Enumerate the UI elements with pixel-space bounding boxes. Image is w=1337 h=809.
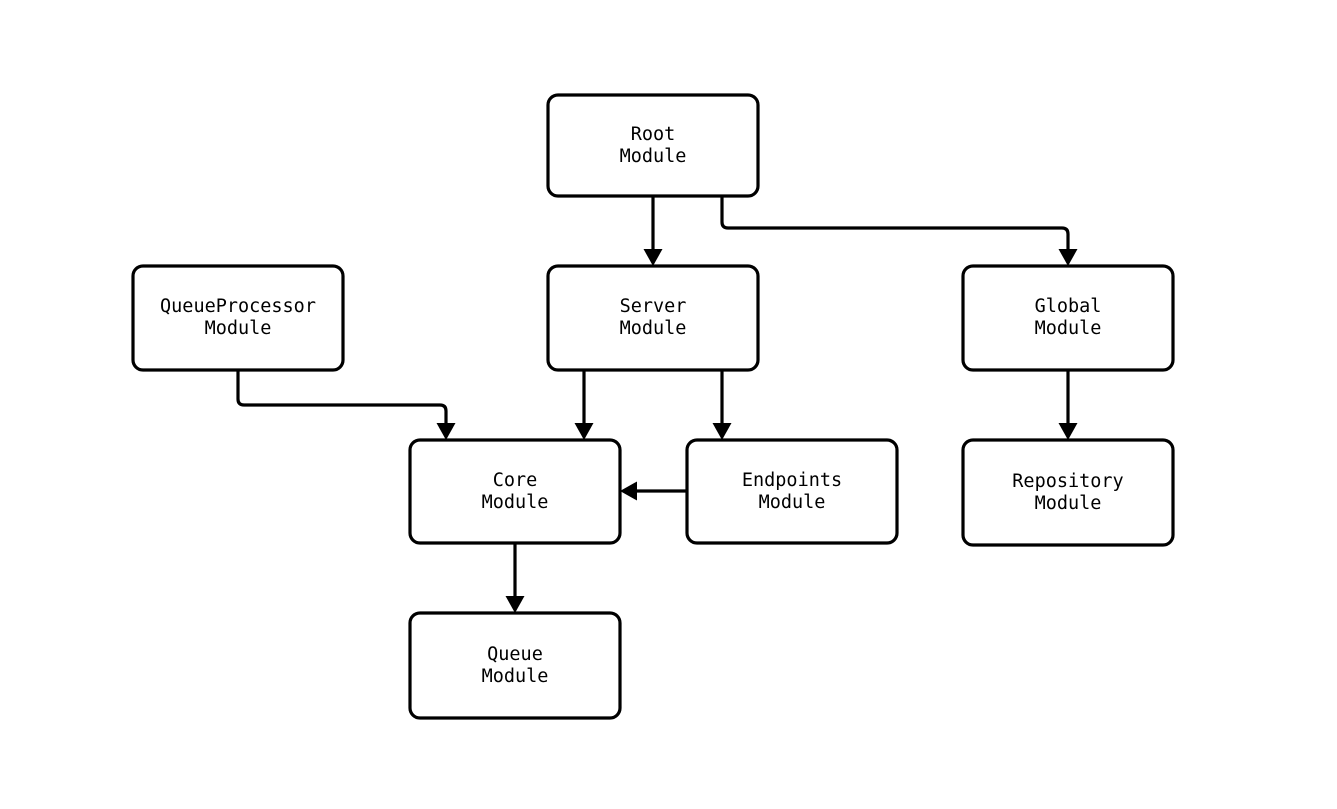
edge-server-to-core <box>574 370 594 440</box>
endpoints-module-box[interactable] <box>685 438 899 545</box>
queue-module-box[interactable] <box>408 611 622 720</box>
edge-server-to-endpoints-arrowhead-icon <box>712 423 732 440</box>
edge-server-to-core-arrowhead-icon <box>574 423 594 440</box>
edge-server-to-endpoints <box>712 370 732 440</box>
edge-queueprocessor-to-core-arrowhead-icon <box>436 423 456 440</box>
repository-module-box[interactable] <box>961 438 1175 547</box>
edge-root-to-global <box>720 196 1078 266</box>
server-module-box[interactable] <box>546 264 760 372</box>
global-module-box[interactable] <box>961 264 1175 372</box>
edge-global-to-repository <box>1058 370 1078 440</box>
edge-core-to-queue <box>505 543 525 613</box>
edges-layer <box>236 196 1078 613</box>
edge-queueprocessor-to-core <box>236 370 456 440</box>
edge-root-to-global-line <box>720 196 1070 250</box>
edge-global-to-repository-arrowhead-icon <box>1058 423 1078 440</box>
core-module-box[interactable] <box>408 438 622 545</box>
edge-endpoints-to-core <box>620 481 687 501</box>
root-module-box[interactable] <box>546 93 760 198</box>
edge-core-to-queue-arrowhead-icon <box>505 596 525 613</box>
edge-endpoints-to-core-arrowhead-icon <box>620 481 637 501</box>
edge-root-to-global-arrowhead-icon <box>1058 249 1078 266</box>
edge-root-to-server <box>643 196 663 266</box>
edge-queueprocessor-to-core-line <box>236 370 448 424</box>
edge-root-to-server-arrowhead-icon <box>643 249 663 266</box>
nodes-layer <box>131 93 1175 720</box>
queueprocessor-module-box[interactable] <box>131 264 345 372</box>
